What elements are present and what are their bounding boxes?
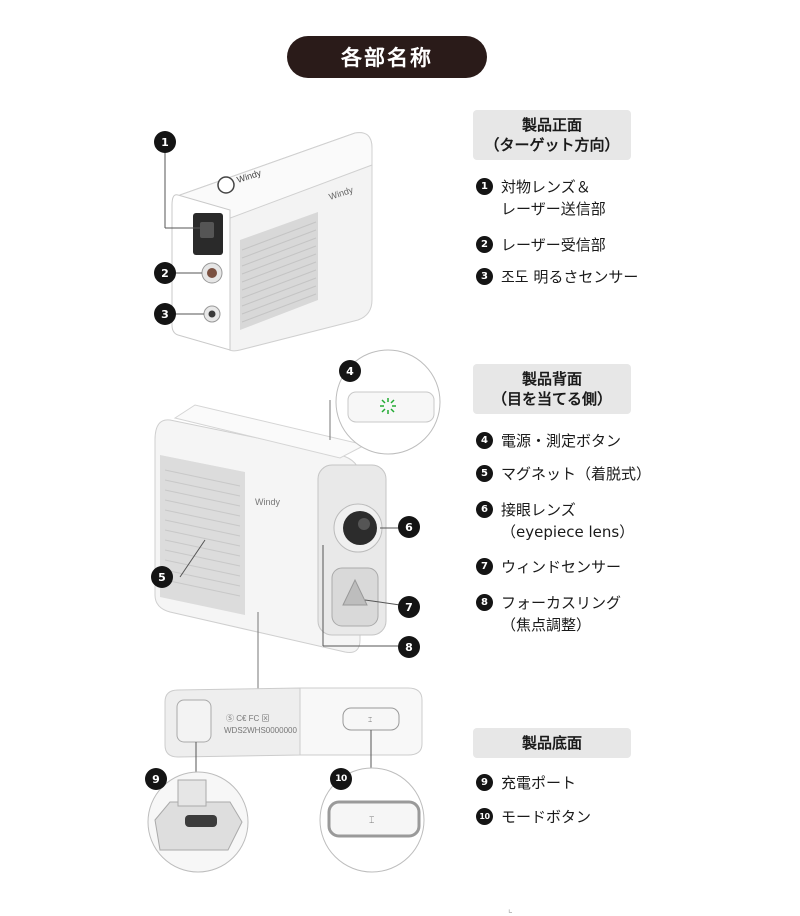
- item-label: 接眼レンズ: [501, 501, 576, 519]
- item-label: フォーカスリング: [501, 594, 622, 612]
- back-item-7: 7 ウィンドセンサー: [476, 556, 621, 578]
- bottom-section-heading: 製品底面: [473, 728, 631, 758]
- callout-6: 6: [398, 516, 420, 538]
- svg-text:⌶: ⌶: [368, 716, 372, 724]
- item-label: （eyepiece lens）: [501, 523, 635, 541]
- device-front-view: Windy Windy: [164, 132, 373, 352]
- callout-9: 9: [145, 768, 167, 790]
- callout-8: 8: [398, 636, 420, 658]
- number-badge: 1: [476, 178, 493, 195]
- zoom-mode-button: ⌶: [319, 767, 425, 873]
- back-heading-line-2: （目を当てる側）: [491, 390, 612, 408]
- callout-2: 2: [154, 262, 176, 284]
- number-badge: 5: [476, 465, 493, 482]
- number-badge: 4: [476, 432, 493, 449]
- item-label: レーザー受信部: [501, 236, 606, 254]
- device-bottom-view: Ⓢ C€ FC ⊠ WDS2WHS0000000 ⌶: [164, 687, 423, 772]
- item-label: 電源・測定ボタン: [501, 432, 622, 450]
- svg-text:⌶: ⌶: [369, 816, 374, 826]
- back-item-8: 8 フォーカスリング （焦点調整）: [476, 592, 621, 636]
- callout-5: 5: [151, 566, 173, 588]
- svg-text:Ⓢ C€ FC ⊠: Ⓢ C€ FC ⊠: [226, 714, 270, 723]
- bottom-heading-line-1: 製品底面: [521, 734, 582, 752]
- front-item-1: 1 対物レンズ＆ レーザー送信部: [476, 176, 606, 220]
- zoom-power-button: [335, 349, 441, 455]
- front-heading-line-1: 製品正面: [521, 116, 582, 134]
- callout-10: 10: [330, 768, 352, 790]
- item-label: 充電ポート: [501, 774, 577, 792]
- callout-1: 1: [154, 131, 176, 153]
- item-label: 조도 明るさセンサー: [501, 268, 639, 286]
- callout-3: 3: [154, 303, 176, 325]
- number-badge: 3: [476, 268, 493, 285]
- back-section-heading: 製品背面 （目を当てる側）: [473, 364, 631, 414]
- bottom-item-10: 10 モードボタン: [476, 806, 591, 828]
- back-heading-line-1: 製品背面: [521, 370, 582, 388]
- item-label: 対物レンズ＆: [501, 178, 591, 196]
- number-badge: 9: [476, 774, 493, 791]
- zoom-charge-port: [147, 771, 249, 873]
- item-label: モードボタン: [501, 808, 592, 826]
- item-label: （焦点調整）: [501, 616, 592, 634]
- bottom-item-9: 9 充電ポート: [476, 772, 576, 794]
- item-label: レーザー送信部: [501, 200, 606, 218]
- front-item-3: 3 조도 明るさセンサー: [476, 266, 638, 288]
- svg-text:WDS2WHS0000000: WDS2WHS0000000: [224, 726, 297, 735]
- callout-7: 7: [398, 596, 420, 618]
- front-section-heading: 製品正面 （ターゲット方向）: [473, 110, 631, 160]
- page-title: 各部名称: [287, 36, 487, 78]
- back-item-5: 5 マグネット（着脱式）: [476, 463, 651, 485]
- number-badge: 2: [476, 236, 493, 253]
- number-badge: 10: [476, 808, 493, 825]
- item-label: ウィンドセンサー: [501, 558, 622, 576]
- item-label: マグネット（着脱式）: [501, 465, 652, 483]
- back-item-6: 6 接眼レンズ （eyepiece lens）: [476, 499, 634, 543]
- number-badge: 6: [476, 501, 493, 518]
- number-badge: 8: [476, 594, 493, 611]
- back-item-4: 4 電源・測定ボタン: [476, 430, 621, 452]
- svg-text:Windy: Windy: [255, 497, 281, 507]
- number-badge: 7: [476, 558, 493, 575]
- device-back-view: Windy: [154, 400, 401, 690]
- callout-4: 4: [339, 360, 361, 382]
- svg-text:⌞: ⌞: [508, 904, 513, 915]
- front-heading-line-2: （ターゲット方向）: [484, 136, 620, 154]
- front-item-2: 2 レーザー受信部: [476, 234, 606, 256]
